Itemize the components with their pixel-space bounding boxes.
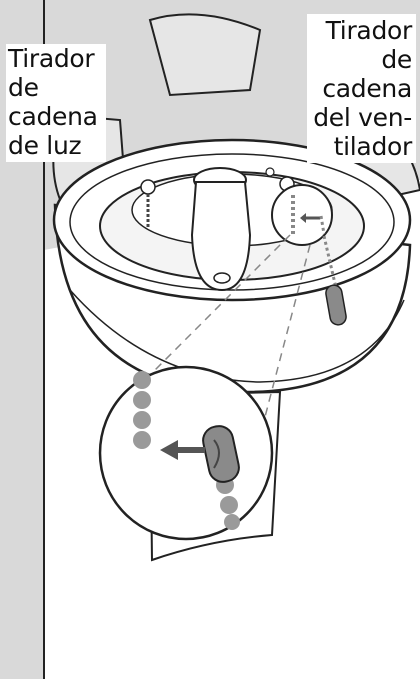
magnifier-circle-icon: [272, 185, 332, 245]
light-chain-label: Tirador de cadena de luz: [6, 44, 106, 162]
fan-chain-label-line: cadena: [313, 74, 412, 103]
fan-blade-top: [150, 14, 260, 95]
light-chain-label-line: de luz: [8, 131, 98, 160]
fan-chain-label-line: de: [313, 45, 412, 74]
fan-chain-label-line: del ven-: [313, 103, 412, 132]
light-chain-label-line: cadena: [8, 102, 98, 131]
light-chain-label-line: Tirador: [8, 44, 98, 73]
fan-chain-label: Tirador de cadena del ven- tilador: [307, 14, 416, 163]
light-switch-nub: [141, 180, 155, 194]
finial: [214, 273, 230, 283]
light-chain-label-line: de: [8, 73, 98, 102]
fan-chain-label-line: tilador: [313, 132, 412, 161]
fan-chain-label-line: Tirador: [313, 16, 412, 45]
screw: [266, 168, 274, 176]
